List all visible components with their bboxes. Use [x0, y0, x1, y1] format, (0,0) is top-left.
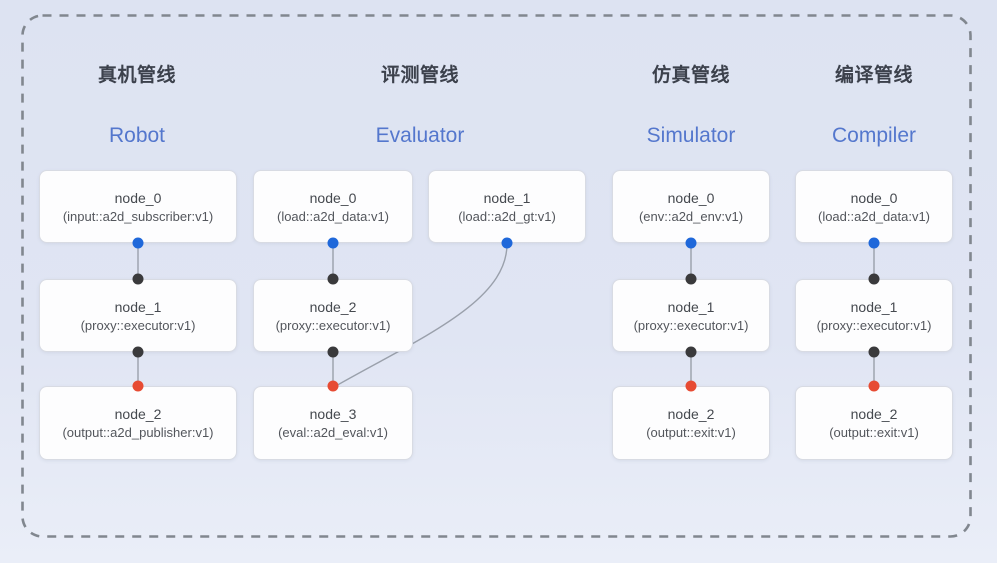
robot-pipeline-title-en: Robot — [108, 124, 166, 147]
compiler-pipeline-title-zh: 编译管线 — [834, 65, 913, 86]
robot-node-1: node_1 (proxy::executor:v1) — [39, 279, 237, 352]
simulator-node-1: node_1 (proxy::executor:v1) — [612, 279, 770, 352]
node-name-label: node_3 — [309, 406, 357, 422]
compiler-node1-output-port-dot — [868, 346, 880, 358]
simulator-pipeline-title-zh: 仿真管线 — [651, 65, 730, 86]
compiler-node-1: node_1 (proxy::executor:v1) — [795, 279, 953, 352]
node-impl-label: (load::a2d_gt:v1) — [458, 208, 556, 224]
robot-node2-input-port-dot — [132, 380, 144, 392]
evaluator-node1-output-port-dot — [501, 237, 513, 249]
node-impl-label: (eval::a2d_eval:v1) — [278, 425, 388, 440]
simulator-node0-output-port-dot — [685, 237, 697, 249]
robot-pipeline-title-zh: 真机管线 — [97, 65, 176, 86]
node-impl-label: (proxy::executor:v1) — [80, 317, 196, 333]
node-impl-label: (load::a2d_data:v1) — [276, 208, 390, 224]
node-impl-label: (output::a2d_publisher:v1) — [62, 425, 214, 440]
node-name-label: node_0 — [114, 189, 162, 206]
simulator-node1-output-port-dot — [685, 346, 697, 358]
compiler-node0-output-port-dot — [868, 237, 880, 249]
node-name-label: node_2 — [667, 406, 715, 422]
robot-node-2: node_2 (output::a2d_publisher:v1) — [39, 386, 237, 460]
compiler-node2-input-port-dot — [868, 380, 880, 392]
evaluator-node2-input-port-dot — [327, 273, 339, 285]
node-impl-label: (proxy::executor:v1) — [275, 317, 391, 333]
node-name-label: node_0 — [309, 189, 357, 206]
compiler-node1-input-port-dot — [868, 273, 880, 285]
dashed-frame-border — [21, 14, 972, 538]
evaluator-node-0: node_0 (load::a2d_data:v1) — [253, 170, 413, 243]
simulator-node1-input-port-dot — [685, 273, 697, 285]
simulator-node-0: node_0 (env::a2d_env:v1) — [612, 170, 770, 243]
compiler-node-2: node_2 (output::exit:v1) — [795, 386, 953, 460]
evaluator-pipeline-title-zh: 评测管线 — [380, 65, 459, 86]
node-name-label: node_0 — [667, 189, 715, 206]
robot-node-0: node_0 (input::a2d_subscriber:v1) — [39, 170, 237, 243]
node-name-label: node_0 — [850, 189, 898, 206]
evaluator-node-1: node_1 (load::a2d_gt:v1) — [428, 170, 586, 243]
node-name-label: node_2 — [309, 298, 357, 315]
node-name-label: node_1 — [667, 298, 715, 315]
robot-node0-output-port-dot — [132, 237, 144, 249]
evaluator-pipeline-title-en: Evaluator — [375, 124, 465, 147]
node-name-label: node_1 — [483, 189, 531, 206]
node-name-label: node_1 — [850, 298, 898, 315]
robot-node1-input-port-dot — [132, 273, 144, 285]
simulator-pipeline-title-en: Simulator — [646, 124, 736, 147]
simulator-node2-input-port-dot — [685, 380, 697, 392]
simulator-node-2: node_2 (output::exit:v1) — [612, 386, 770, 460]
node-impl-label: (input::a2d_subscriber:v1) — [62, 208, 214, 224]
evaluator-node-3: node_3 (eval::a2d_eval:v1) — [253, 386, 413, 460]
node-impl-label: (proxy::executor:v1) — [633, 317, 749, 333]
edge-evaluator-node1-node3-curve — [333, 243, 508, 388]
evaluator-node-2: node_2 (proxy::executor:v1) — [253, 279, 413, 352]
node-impl-label: (env::a2d_env:v1) — [638, 208, 744, 224]
node-impl-label: (output::exit:v1) — [646, 425, 736, 440]
compiler-node-0: node_0 (load::a2d_data:v1) — [795, 170, 953, 243]
robot-node1-output-port-dot — [132, 346, 144, 358]
compiler-pipeline-title-en: Compiler — [831, 124, 917, 147]
evaluator-node2-output-port-dot — [327, 346, 339, 358]
node-impl-label: (load::a2d_data:v1) — [817, 208, 931, 224]
evaluator-node3-input-port-dot — [327, 380, 339, 392]
node-name-label: node_2 — [114, 406, 162, 422]
node-name-label: node_2 — [850, 406, 898, 422]
evaluator-node0-output-port-dot — [327, 237, 339, 249]
node-name-label: node_1 — [114, 298, 162, 315]
node-impl-label: (output::exit:v1) — [829, 425, 919, 440]
node-impl-label: (proxy::executor:v1) — [816, 317, 932, 333]
